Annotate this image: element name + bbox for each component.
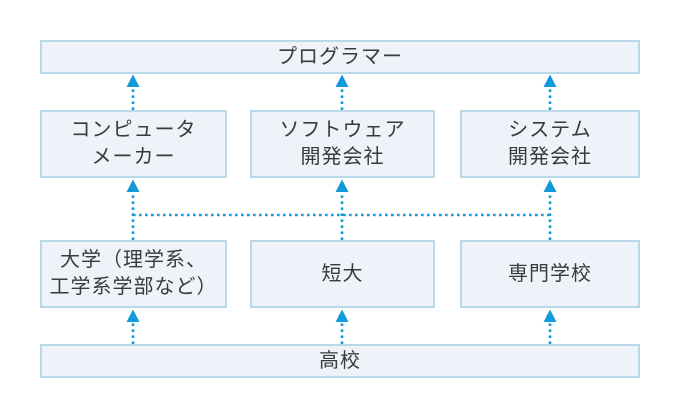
connector-junior-college-to-software-dev bbox=[335, 179, 349, 240]
node-vocational-school: 専門学校 bbox=[460, 240, 640, 308]
arrow-up-icon bbox=[543, 74, 557, 87]
node-programmer: プログラマー bbox=[40, 40, 640, 74]
connector-high-school-to-vocational-school bbox=[543, 309, 557, 344]
node-programmer-label: プログラマー bbox=[277, 45, 403, 68]
node-vocational-school-label: 専門学校 bbox=[508, 262, 592, 285]
node-junior-college-label: 短大 bbox=[321, 262, 364, 285]
node-computer-maker-label: コンピュータ メーカー bbox=[70, 119, 197, 168]
arrow-up-icon bbox=[126, 309, 140, 322]
arrow-up-icon bbox=[335, 74, 349, 87]
node-system-dev: システム 開発会社 bbox=[460, 110, 640, 178]
arrow-up-icon bbox=[543, 309, 557, 322]
node-software-dev: ソフトウェア 開発会社 bbox=[250, 110, 435, 178]
arrow-up-icon bbox=[126, 74, 140, 87]
connector-high-school-to-university bbox=[126, 309, 140, 344]
node-high-school: 高校 bbox=[40, 344, 640, 378]
node-university-label: 大学（理学系、 工学系学部など） bbox=[49, 249, 218, 298]
arrow-up-icon bbox=[126, 179, 140, 192]
arrow-up-icon bbox=[543, 179, 557, 192]
arrow-up-icon bbox=[335, 309, 349, 322]
node-computer-maker: コンピュータ メーカー bbox=[40, 110, 227, 178]
node-high-school-label: 高校 bbox=[319, 349, 361, 372]
node-junior-college: 短大 bbox=[250, 240, 435, 308]
node-system-dev-label: システム 開発会社 bbox=[508, 119, 592, 168]
connector-university-to-computer-maker bbox=[126, 179, 140, 240]
connector-computer-maker-to-programmer bbox=[126, 74, 140, 110]
connector-system-dev-to-programmer bbox=[543, 74, 557, 110]
node-software-dev-label: ソフトウェア 開発会社 bbox=[279, 119, 406, 168]
connector-vocational-school-to-system-dev bbox=[543, 179, 557, 240]
connector-software-dev-to-programmer bbox=[335, 74, 349, 110]
connector-high-school-to-junior-college bbox=[335, 309, 349, 344]
node-university: 大学（理学系、 工学系学部など） bbox=[40, 240, 227, 308]
arrow-up-icon bbox=[335, 179, 349, 192]
